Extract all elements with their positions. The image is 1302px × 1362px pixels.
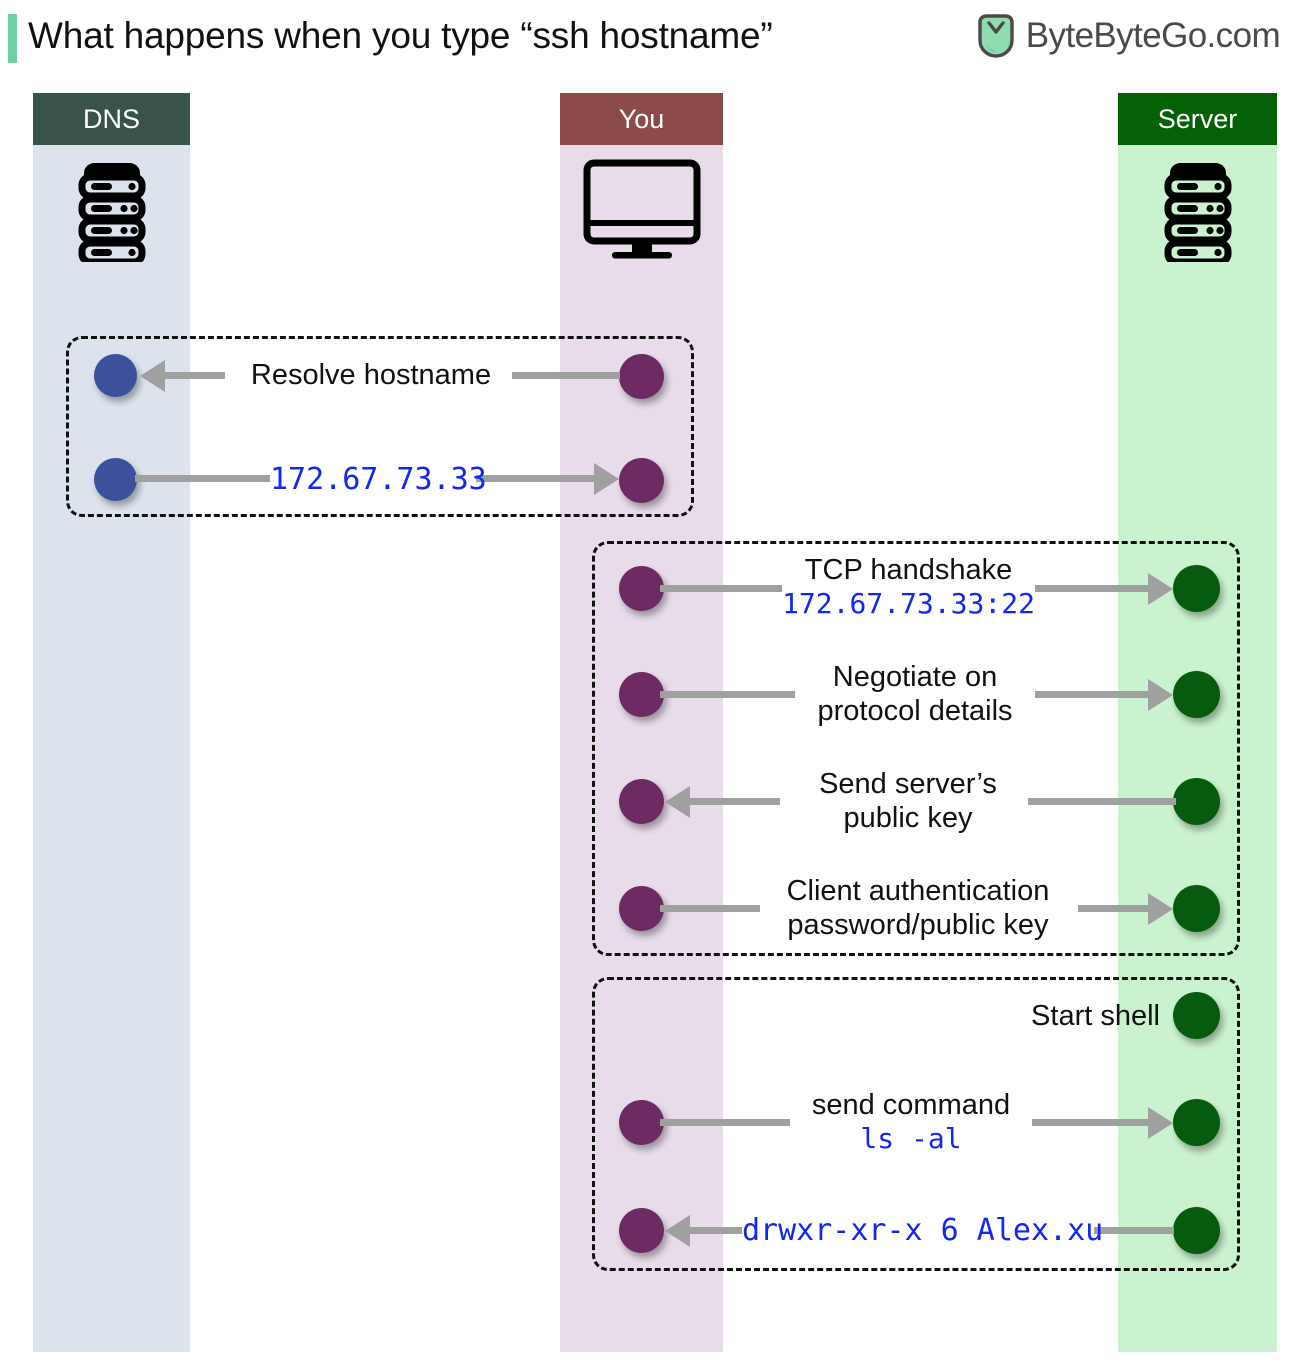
arrow-tcp-handshake [1148, 573, 1173, 605]
message-line2: 172.67.73.33:22 [782, 587, 1035, 621]
message-line2: 172.67.73.33 [270, 462, 487, 497]
lane-label-server: Server [1157, 103, 1238, 134]
line-negotiate-right [1035, 691, 1148, 698]
message-line1: Start shell [1031, 1000, 1160, 1032]
arrow-negotiate [1148, 679, 1173, 711]
node-dns-resolve [94, 354, 137, 397]
line-send-command-right [1032, 1119, 1148, 1126]
lane-label-you: You [618, 103, 665, 134]
message-line2: password/public key [787, 909, 1049, 942]
lane-dns: DNS [33, 93, 190, 1352]
server-stack-icon [33, 149, 190, 269]
message-command-output: drwxr-xr-x 6 Alex.xu [742, 1213, 1103, 1248]
line-output-left [690, 1227, 742, 1234]
group-shell-session [592, 977, 1240, 1271]
node-dns-answer [94, 458, 137, 501]
page-title: What happens when you type “ssh hostname… [28, 15, 773, 56]
message-send-server-public-key: Send server’s public key [788, 767, 1028, 835]
message-resolve-hostname: Resolve hostname [230, 358, 512, 392]
brand-logo: ByteByteGo.com [976, 14, 1281, 58]
node-server-start-shell [1173, 992, 1220, 1039]
node-you-tcp-handshake [619, 566, 664, 611]
arrow-send-public-key [665, 786, 690, 818]
node-server-send-command [1173, 1099, 1220, 1146]
message-line1: TCP handshake [804, 554, 1013, 586]
line-negotiate-left [660, 691, 795, 698]
message-negotiate-protocol: Negotiate on protocol details [795, 660, 1035, 728]
message-line1: Send server’s [819, 768, 997, 800]
message-line2: protocol details [817, 695, 1013, 728]
bytebytego-logo-icon [976, 14, 1016, 58]
line-answer-right [476, 475, 594, 482]
lane-header-dns: DNS [33, 93, 190, 145]
group-dns-resolution [66, 336, 694, 517]
message-line2: drwxr-xr-x 6 Alex.xu [742, 1213, 1104, 1248]
message-line2: public key [843, 802, 973, 835]
node-server-client-auth [1173, 885, 1220, 932]
message-line1: Client authentication [786, 875, 1050, 907]
arrow-command-output [665, 1215, 690, 1247]
arrow-dns-answer [594, 463, 619, 495]
node-you-command-output [619, 1208, 664, 1253]
lane-band-dns [33, 93, 190, 1352]
node-you-resolve [619, 354, 664, 399]
message-line2: ls -al [860, 1122, 962, 1156]
line-client-auth-right [1078, 905, 1148, 912]
message-line1: send command [811, 1089, 1011, 1121]
line-tcp-right [1035, 585, 1148, 592]
line-client-auth-left [660, 905, 760, 912]
line-resolve-right [512, 372, 620, 379]
node-you-answer [619, 458, 664, 503]
line-public-key-right [1028, 798, 1176, 805]
line-answer-left [135, 475, 270, 482]
server-stack-icon [1118, 149, 1277, 269]
lane-label-dns: DNS [82, 103, 140, 134]
line-send-command-left [660, 1119, 790, 1126]
desktop-monitor-icon [560, 149, 723, 269]
message-line1: Resolve hostname [250, 359, 492, 391]
node-server-negotiate [1173, 671, 1220, 718]
node-server-public-key [1173, 778, 1220, 825]
line-output-right [1094, 1227, 1174, 1234]
group-ssh-session-setup [592, 541, 1240, 956]
node-you-public-key [619, 779, 664, 824]
node-you-send-command [619, 1100, 664, 1145]
message-start-shell: Start shell [890, 999, 1160, 1033]
lane-header-you: You [560, 93, 723, 145]
message-dns-answer: 172.67.73.33 [270, 462, 487, 497]
line-public-key-left [690, 798, 780, 805]
node-you-client-auth [619, 886, 664, 931]
title-accent-bar [8, 14, 17, 63]
node-server-command-output [1173, 1207, 1220, 1254]
message-tcp-handshake: TCP handshake 172.67.73.33:22 [782, 553, 1035, 620]
node-you-negotiate [619, 672, 664, 717]
message-send-command: send command ls -al [790, 1088, 1032, 1155]
message-client-authentication: Client authentication password/public ke… [758, 874, 1078, 942]
brand-name: ByteByteGo.com [1025, 16, 1281, 55]
message-line1: Negotiate on [832, 661, 998, 693]
arrow-client-auth [1148, 893, 1173, 925]
lane-header-server: Server [1118, 93, 1277, 145]
line-tcp-left [660, 585, 782, 592]
line-resolve-left [165, 372, 225, 379]
arrow-send-command [1148, 1107, 1173, 1139]
arrow-resolve-hostname [140, 360, 165, 392]
node-server-tcp-handshake [1173, 565, 1220, 612]
